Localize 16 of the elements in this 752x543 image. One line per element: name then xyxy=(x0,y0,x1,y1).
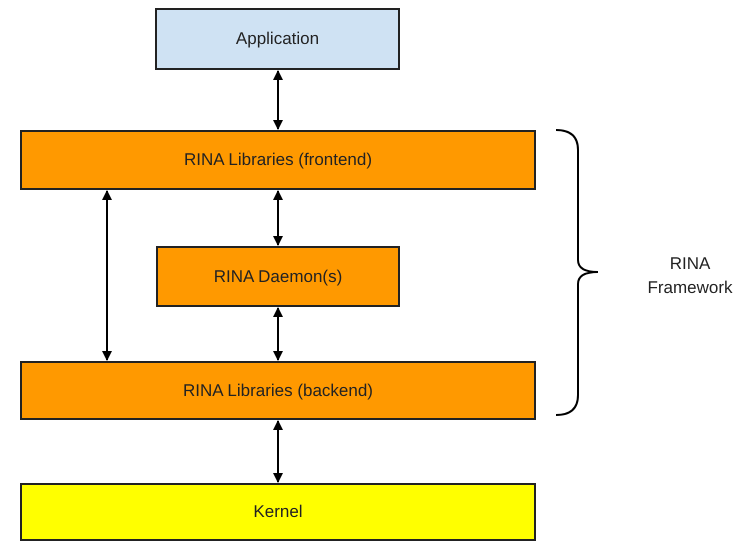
group-label: RINA Framework xyxy=(646,253,734,299)
arrow xyxy=(102,190,112,361)
process-box xyxy=(155,8,400,70)
arrow xyxy=(273,420,283,483)
arrow xyxy=(273,190,283,246)
box-label: RINA Libraries (frontend) xyxy=(184,149,372,172)
box-label: Kernel xyxy=(253,501,303,524)
process-box xyxy=(156,246,400,307)
box-label: RINA Daemon(s) xyxy=(214,266,342,288)
process-box xyxy=(20,361,536,420)
process-box xyxy=(20,483,536,541)
box-label: Application xyxy=(236,28,320,50)
arrow xyxy=(273,307,283,361)
arrow xyxy=(273,70,283,130)
box-label: RINA Libraries (backend) xyxy=(183,380,373,402)
process-box xyxy=(20,130,536,190)
